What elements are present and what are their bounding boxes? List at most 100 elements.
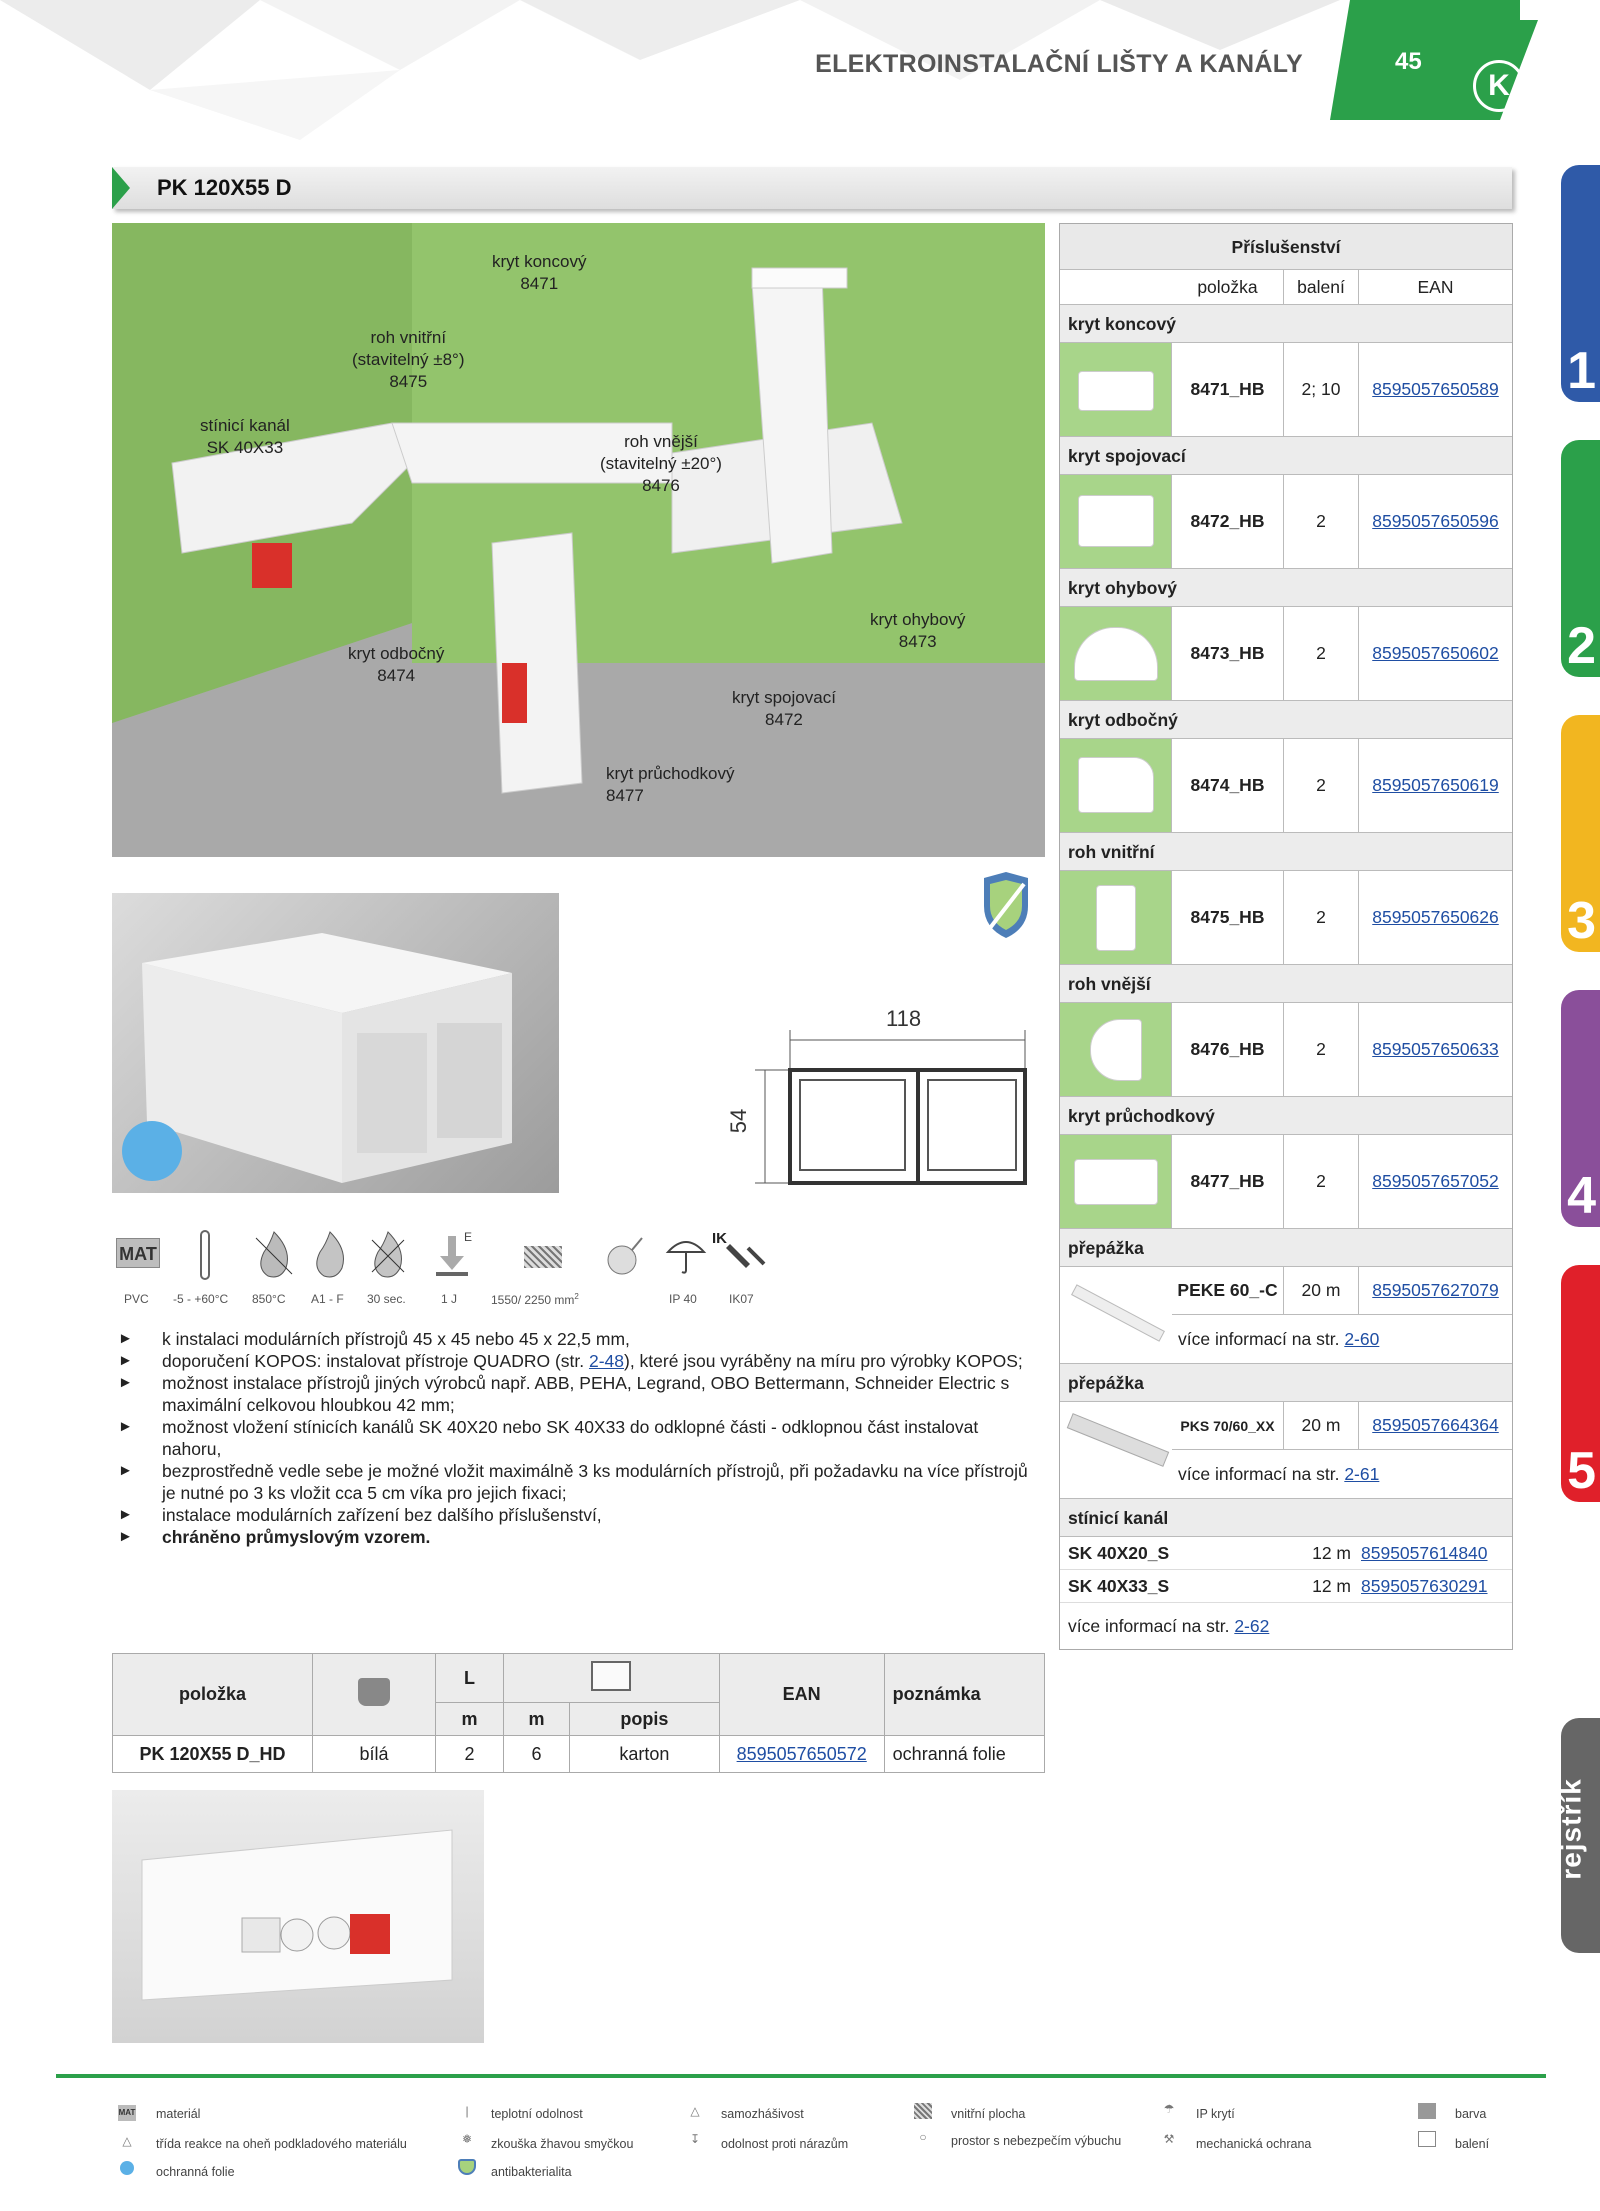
label-text: kryt odbočný xyxy=(348,644,445,663)
page-link[interactable]: 2-60 xyxy=(1344,1329,1380,1349)
label-text: roh vnitřní xyxy=(370,328,447,347)
legend-text: zkouška žhavou smyčkou xyxy=(491,2137,634,2151)
accessory-pack: 12 m xyxy=(1312,1543,1351,1563)
film-icon xyxy=(120,2161,134,2175)
paint-icon xyxy=(1418,2103,1436,2119)
caption-glow-wire: 850°C xyxy=(252,1292,286,1306)
accessory-pack: 2 xyxy=(1284,1003,1359,1096)
accessory-item: 8477_HB xyxy=(1172,1135,1284,1228)
label-text: stínicí kanál xyxy=(200,416,290,435)
label-text: kryt koncový xyxy=(492,252,587,271)
caption-material: PVC xyxy=(124,1292,149,1306)
more-info: více informací na str. 2-62 xyxy=(1060,1603,1512,1649)
label-text: kryt průchodkový xyxy=(606,764,735,783)
label-text: roh vnější xyxy=(624,432,698,451)
accessory-pack: 20 m xyxy=(1284,1267,1359,1314)
table-row: SK 40X20_S 12 m 8595057614840 xyxy=(1060,1537,1512,1570)
tab-4[interactable]: 4 xyxy=(1561,990,1600,1227)
hammer-icon: ⚒ xyxy=(1163,2132,1175,2146)
col-ean: EAN xyxy=(1417,277,1454,297)
accessories-title: Příslušenství xyxy=(1060,224,1512,270)
accessory-image xyxy=(1060,1267,1172,1363)
page-link[interactable]: 2-48 xyxy=(588,1351,624,1371)
ean-link[interactable]: 8595057650589 xyxy=(1372,379,1499,399)
ean-link[interactable]: 8595057650602 xyxy=(1372,643,1499,663)
impact-icon xyxy=(436,1236,468,1276)
legend-text: třída reakce na oheň podkladového materi… xyxy=(156,2137,407,2151)
caption-impact: 1 J xyxy=(441,1292,458,1306)
feature-item: možnost instalace přístrojů jiných výrob… xyxy=(118,1372,1028,1416)
ean-link[interactable]: 8595057614840 xyxy=(1361,1543,1488,1563)
cell-popis: karton xyxy=(569,1735,720,1773)
tab-1[interactable]: 1 xyxy=(1561,165,1600,402)
section-kryt-odbocny: kryt odbočný xyxy=(1060,701,1512,739)
legend-text: odolnost proti nárazům xyxy=(721,2137,849,2151)
label-kryt-spojovaci: kryt spojovací 8472 xyxy=(732,687,836,731)
glow-wire-icon: ❅ xyxy=(461,2132,473,2146)
material-icon: MAT xyxy=(116,1238,160,1268)
flame-icon: △ xyxy=(690,2104,700,2118)
header-background xyxy=(0,0,1538,140)
label-roh-vnitrni: roh vnitřní (stavitelný ±8°) 8475 xyxy=(352,327,465,393)
legend-text: samozhášivost xyxy=(721,2107,804,2121)
header-item: položka xyxy=(112,1653,313,1736)
page-link[interactable]: 2-61 xyxy=(1344,1464,1380,1484)
legend-text: teplotní odolnost xyxy=(491,2107,583,2121)
hatch-icon xyxy=(914,2103,932,2119)
ean-link[interactable]: 8595057650572 xyxy=(736,1743,867,1764)
accessories-columns: položka balení EAN xyxy=(1060,270,1512,305)
section-kryt-pruchodkovy: kryt průchodkový xyxy=(1060,1097,1512,1135)
ean-link[interactable]: 8595057650633 xyxy=(1372,1039,1499,1059)
caption-fire-class: A1 - F xyxy=(311,1292,344,1306)
header-length: L xyxy=(435,1653,504,1703)
cell-quantity: 6 xyxy=(503,1735,570,1773)
tab-2[interactable]: 2 xyxy=(1561,440,1600,677)
ean-link[interactable]: 8595057650596 xyxy=(1372,511,1499,531)
prepazka-block: PEKE 60_-C 20 m 8595057627079 více infor… xyxy=(1060,1267,1512,1364)
caption-area-sup: 2 xyxy=(574,1292,579,1301)
tab-5[interactable]: 5 xyxy=(1561,1265,1600,1502)
page-number: 45 xyxy=(1395,48,1422,75)
product-photo-2 xyxy=(112,1790,484,2043)
bomb-icon: ○ xyxy=(919,2130,927,2144)
legend-text: ochranná folie xyxy=(156,2165,235,2179)
header-ean: EAN xyxy=(718,1653,885,1736)
legend-text: mechanická ochrana xyxy=(1196,2137,1312,2151)
caption-self-extinguish: 30 sec. xyxy=(367,1292,406,1306)
caption-ik: IK07 xyxy=(729,1292,754,1306)
label-code: 8477 xyxy=(606,786,644,805)
tab-index[interactable]: rejstřík xyxy=(1556,1718,1600,1953)
page-link[interactable]: 2-62 xyxy=(1234,1616,1270,1636)
legend-text: IP krytí xyxy=(1196,2107,1235,2121)
ean-link[interactable]: 8595057664364 xyxy=(1372,1415,1499,1435)
cell-length: 2 xyxy=(435,1735,504,1773)
accessory-image xyxy=(1060,1135,1172,1228)
label-kryt-koncovy: kryt koncový 8471 xyxy=(492,251,586,295)
accessory-image xyxy=(1060,1003,1172,1096)
ik-label: IK xyxy=(712,1230,727,1247)
ean-link[interactable]: 8595057650619 xyxy=(1372,775,1499,795)
accessory-item: 8473_HB xyxy=(1172,607,1284,700)
col-pack: balení xyxy=(1284,270,1359,304)
more-text: více informací na str. xyxy=(1178,1329,1345,1349)
accessory-pack: 2 xyxy=(1284,607,1359,700)
ean-link[interactable]: 8595057627079 xyxy=(1372,1280,1499,1300)
ean-link[interactable]: 8595057650626 xyxy=(1372,907,1499,927)
caption-area-value: 1550/ 2250 mm xyxy=(491,1293,575,1307)
ean-link[interactable]: 8595057657052 xyxy=(1372,1171,1499,1191)
accessory-image xyxy=(1060,871,1172,964)
cell-note: ochranná folie xyxy=(883,1735,1046,1773)
accessory-image xyxy=(1060,607,1172,700)
ean-link[interactable]: 8595057630291 xyxy=(1361,1576,1488,1596)
table-row: 8471_HB 2; 10 8595057650589 xyxy=(1060,343,1512,437)
footer-divider xyxy=(56,2074,1546,2078)
accessory-pack: 2 xyxy=(1284,1135,1359,1228)
feature-item: instalace modulárních zařízení bez další… xyxy=(118,1504,1028,1526)
label-code: 8471 xyxy=(520,274,559,293)
hammer-icon xyxy=(726,1244,766,1268)
tab-3[interactable]: 3 xyxy=(1561,715,1600,952)
accessory-pack: 12 m xyxy=(1312,1576,1351,1596)
feature-item: k instalaci modulárních přístrojů 45 x 4… xyxy=(118,1328,1028,1350)
accessory-image xyxy=(1060,1402,1172,1498)
antibacterial-shield-icon xyxy=(980,872,1032,938)
